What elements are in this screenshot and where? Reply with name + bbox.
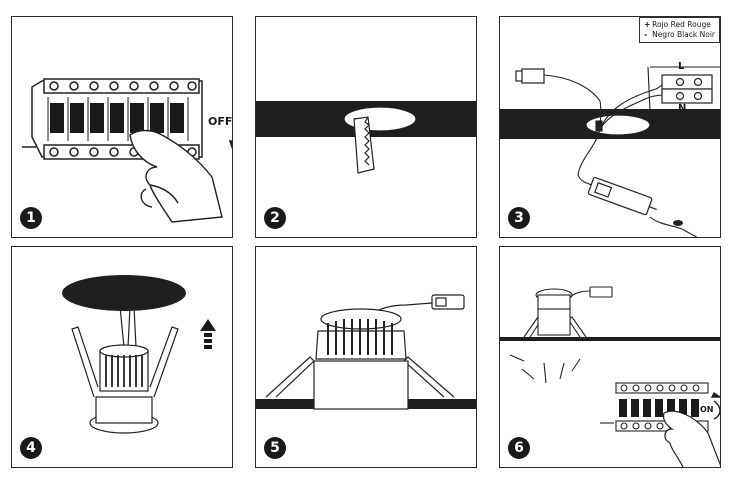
connector-icon xyxy=(515,68,545,84)
step-5-panel: 5 xyxy=(255,246,477,468)
red-wire-label: Rojo Red Rouge xyxy=(652,20,711,29)
hand-icon xyxy=(129,129,223,223)
power-on-icon xyxy=(500,286,720,467)
step-4-panel: 4 xyxy=(11,246,233,468)
step-number-badge: 5 xyxy=(264,437,286,459)
step-2-panel: 2 xyxy=(255,16,477,238)
step-number-badge: 6 xyxy=(508,437,530,459)
wire-color-legend: +Rojo Red Rouge -Negro Black Noir xyxy=(639,17,720,43)
terminal-l-label: L xyxy=(678,61,685,72)
step-1-panel: OFF 1 xyxy=(11,16,233,238)
step-number-badge: 2 xyxy=(264,207,286,229)
step-number-badge: 1 xyxy=(20,207,42,229)
off-label: OFF xyxy=(208,115,233,128)
terminal-n-label: N xyxy=(678,103,687,114)
minus-symbol: - xyxy=(644,30,648,39)
plus-symbol: + xyxy=(644,20,651,29)
downlight-icon xyxy=(62,275,216,434)
step-number-badge: 4 xyxy=(20,437,42,459)
step-6-panel: ON 6 xyxy=(499,246,721,468)
step-number-badge: 3 xyxy=(508,207,530,229)
saw-icon xyxy=(353,116,375,174)
breaker-panel-icon xyxy=(22,78,232,223)
driver-icon xyxy=(587,176,657,216)
on-label: ON xyxy=(700,405,714,414)
install-downlight-icon xyxy=(256,294,476,410)
light-rays-icon xyxy=(509,354,581,384)
step-3-panel: +Rojo Red Rouge -Negro Black Noir L N 3 xyxy=(499,16,721,238)
arrow-up-icon xyxy=(200,319,216,349)
ceiling-cut-icon xyxy=(256,101,476,174)
wiring-diagram-icon xyxy=(500,66,720,237)
black-wire-label: Negro Black Noir xyxy=(652,30,715,39)
